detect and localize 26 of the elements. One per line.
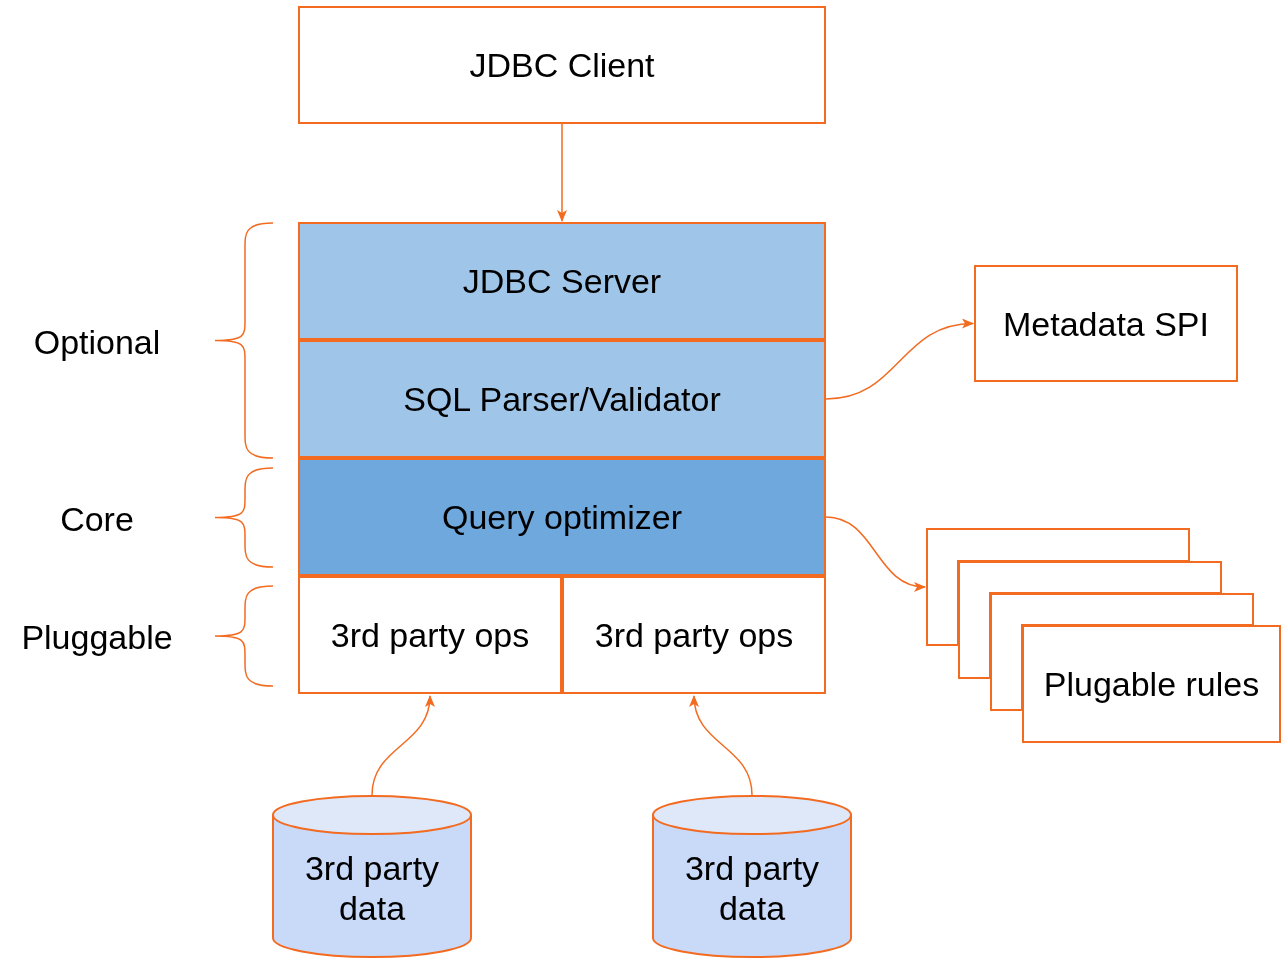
- cylinder-label: 3rd party data: [683, 847, 821, 928]
- box-label: 3rd party ops: [329, 615, 531, 656]
- arrow: [825, 516, 926, 591]
- arrow: [371, 695, 434, 796]
- box-label: 3rd party ops: [593, 615, 795, 656]
- layer-label: Optional: [33, 322, 161, 362]
- process-box: [298, 222, 826, 340]
- process-box: [298, 458, 826, 576]
- box-label: Metadata SPI: [1002, 303, 1210, 345]
- process-box: [298, 6, 826, 124]
- layer-label: Pluggable: [21, 617, 173, 657]
- box-label: SQL Parser/Validator: [402, 379, 722, 420]
- box-label: JDBC Server: [461, 261, 663, 302]
- arrow: [825, 319, 974, 400]
- layer-label: Core: [60, 499, 134, 539]
- box-label: Plugable rules: [1042, 664, 1261, 705]
- arrow: [690, 695, 753, 796]
- process-box: [562, 576, 826, 694]
- cylinder-label: 3rd party data: [303, 847, 441, 928]
- box-label: JDBC Client: [468, 45, 656, 86]
- arrow: [557, 123, 567, 222]
- process-box: [1022, 625, 1281, 743]
- process-box: [298, 340, 826, 458]
- process-box: [298, 576, 562, 694]
- box-label: Query optimizer: [441, 497, 683, 538]
- process-box: [974, 265, 1238, 382]
